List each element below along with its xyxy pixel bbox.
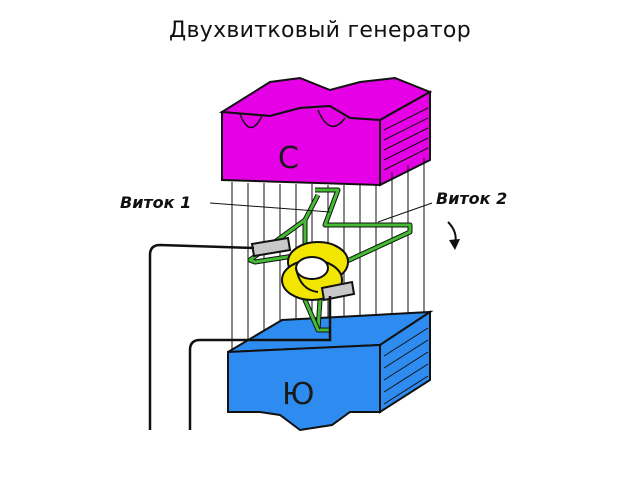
coil-2-label: Виток 2 xyxy=(436,189,507,208)
south-pole-magnet xyxy=(227,310,434,432)
south-pole-label: Ю xyxy=(282,377,314,412)
north-pole-magnet xyxy=(218,76,433,187)
coil-1-label: Виток 1 xyxy=(120,193,191,212)
rotation-arrow-icon xyxy=(447,221,460,250)
coil-2-leader xyxy=(377,202,433,223)
slide-title: Двухвитковый генератор xyxy=(169,18,471,43)
output-wires xyxy=(148,243,332,430)
coil-1-leader xyxy=(209,202,331,213)
north-pole-label: С xyxy=(278,141,299,176)
brushes xyxy=(250,236,356,302)
